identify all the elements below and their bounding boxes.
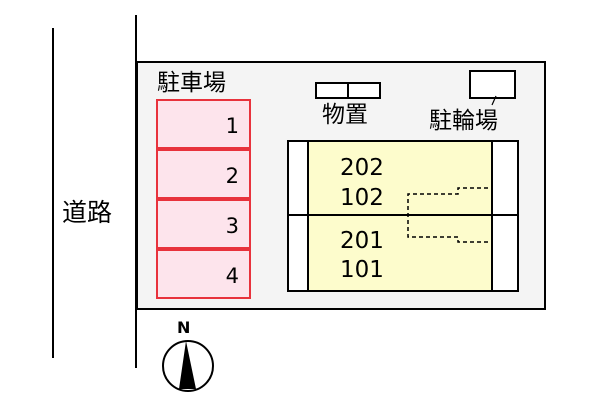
- north-arrow-icon: [162, 340, 214, 392]
- building-units-area: [307, 142, 493, 290]
- unit-101: 101: [340, 257, 384, 283]
- bicycle-parking-label: 駐輪場: [429, 108, 498, 134]
- storage-label: 物置: [322, 102, 368, 128]
- road-label: 道路: [62, 198, 113, 227]
- unit-201: 201: [340, 228, 384, 254]
- parking-slot-4: 4: [156, 249, 251, 299]
- parking-slot-2: 2: [156, 149, 251, 199]
- parking-slot-3: 3: [156, 199, 251, 249]
- compass-north-label: N: [177, 318, 191, 337]
- floor-divider: [289, 214, 517, 216]
- unit-202: 202: [340, 155, 384, 181]
- bicycle-parking-box: [469, 70, 516, 99]
- stair-dashed-outline: [407, 187, 488, 243]
- parking-label: 駐車場: [157, 70, 226, 96]
- road-edge-line: [52, 28, 54, 358]
- bicycle-leader-line: [491, 95, 497, 106]
- storage-box-right: [347, 82, 381, 99]
- parking-slot-1: 1: [156, 99, 251, 149]
- unit-102: 102: [340, 185, 384, 211]
